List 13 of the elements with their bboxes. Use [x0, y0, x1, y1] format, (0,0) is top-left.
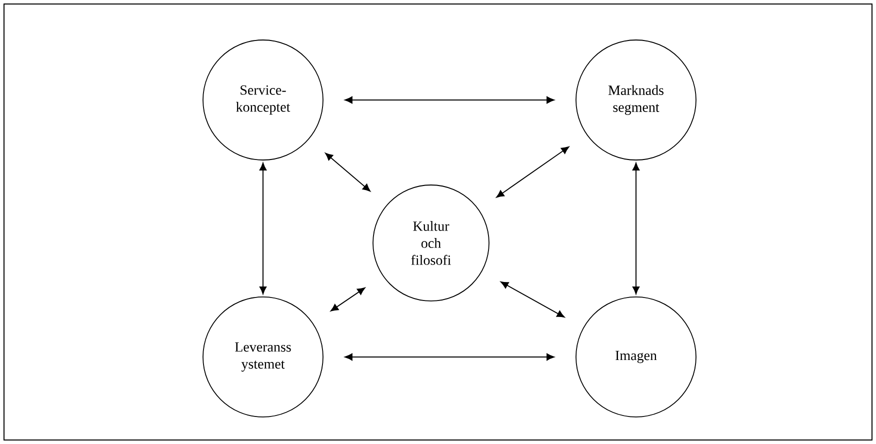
circle-node: Imagen: [576, 296, 696, 418]
double-arrow: [330, 288, 366, 312]
circle-node: Leveranss ystemet: [202, 296, 324, 418]
double-arrow: [632, 162, 640, 294]
double-arrow: [259, 162, 267, 294]
circle-node: Service- konceptet: [202, 40, 324, 160]
double-arrow: [496, 146, 570, 198]
circle-node: Marknads segment: [576, 40, 696, 160]
double-arrow: [325, 152, 370, 192]
double-arrow: [344, 96, 554, 104]
double-arrow: [500, 281, 565, 318]
double-arrow: [344, 353, 554, 361]
circle-node: Kultur och filosofi: [372, 184, 490, 302]
